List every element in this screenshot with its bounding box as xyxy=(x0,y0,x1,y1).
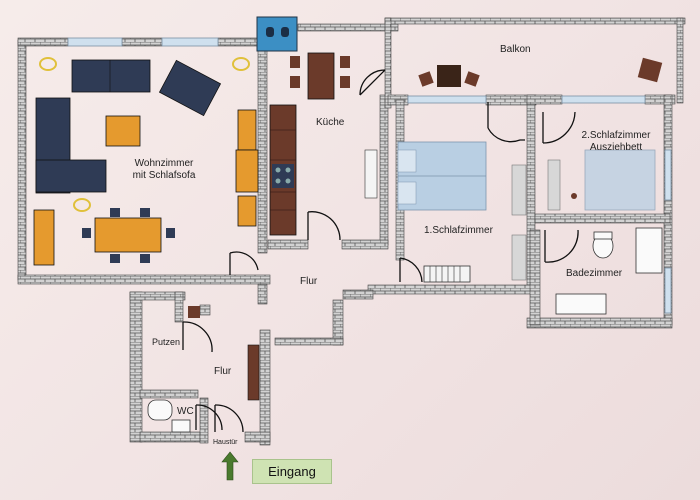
room-label-schlafzimmer-2: 2.Schlafzimmer Ausziehbett xyxy=(581,130,651,153)
doors xyxy=(182,69,579,433)
room-label-wohnzimmer: Wohnzimmer mit Schlafsofa xyxy=(132,158,196,181)
balcony-furniture xyxy=(418,57,663,87)
room-label-bad: Badezimmer xyxy=(566,268,623,279)
room-label-putzen: Putzen xyxy=(152,337,181,347)
entrance-label: Eingang xyxy=(252,459,332,484)
room-label-schlafzimmer-1: 1.Schlafzimmer xyxy=(424,225,493,236)
windows xyxy=(67,37,672,314)
shaft-hole-2 xyxy=(281,27,289,37)
corridor-furniture xyxy=(147,306,260,433)
entrance-arrow-icon xyxy=(221,451,239,481)
room-label-haustuer: Haustür xyxy=(213,439,238,446)
bedroom2-furniture xyxy=(547,149,656,211)
bathroom-furniture xyxy=(555,227,663,315)
room-label-flur-main: Flur xyxy=(300,276,318,287)
shaft-hole-1 xyxy=(266,27,274,37)
room-label-wc: WC xyxy=(177,406,194,417)
room-label-balkon: Balkon xyxy=(500,44,531,55)
room-label-kueche: Küche xyxy=(316,117,345,128)
living-furniture xyxy=(33,57,259,266)
bedroom1-furniture xyxy=(397,141,527,283)
room-label-flur-lower: Flur xyxy=(214,366,232,377)
shaft xyxy=(256,16,298,52)
kitchen-furniture xyxy=(269,52,378,236)
